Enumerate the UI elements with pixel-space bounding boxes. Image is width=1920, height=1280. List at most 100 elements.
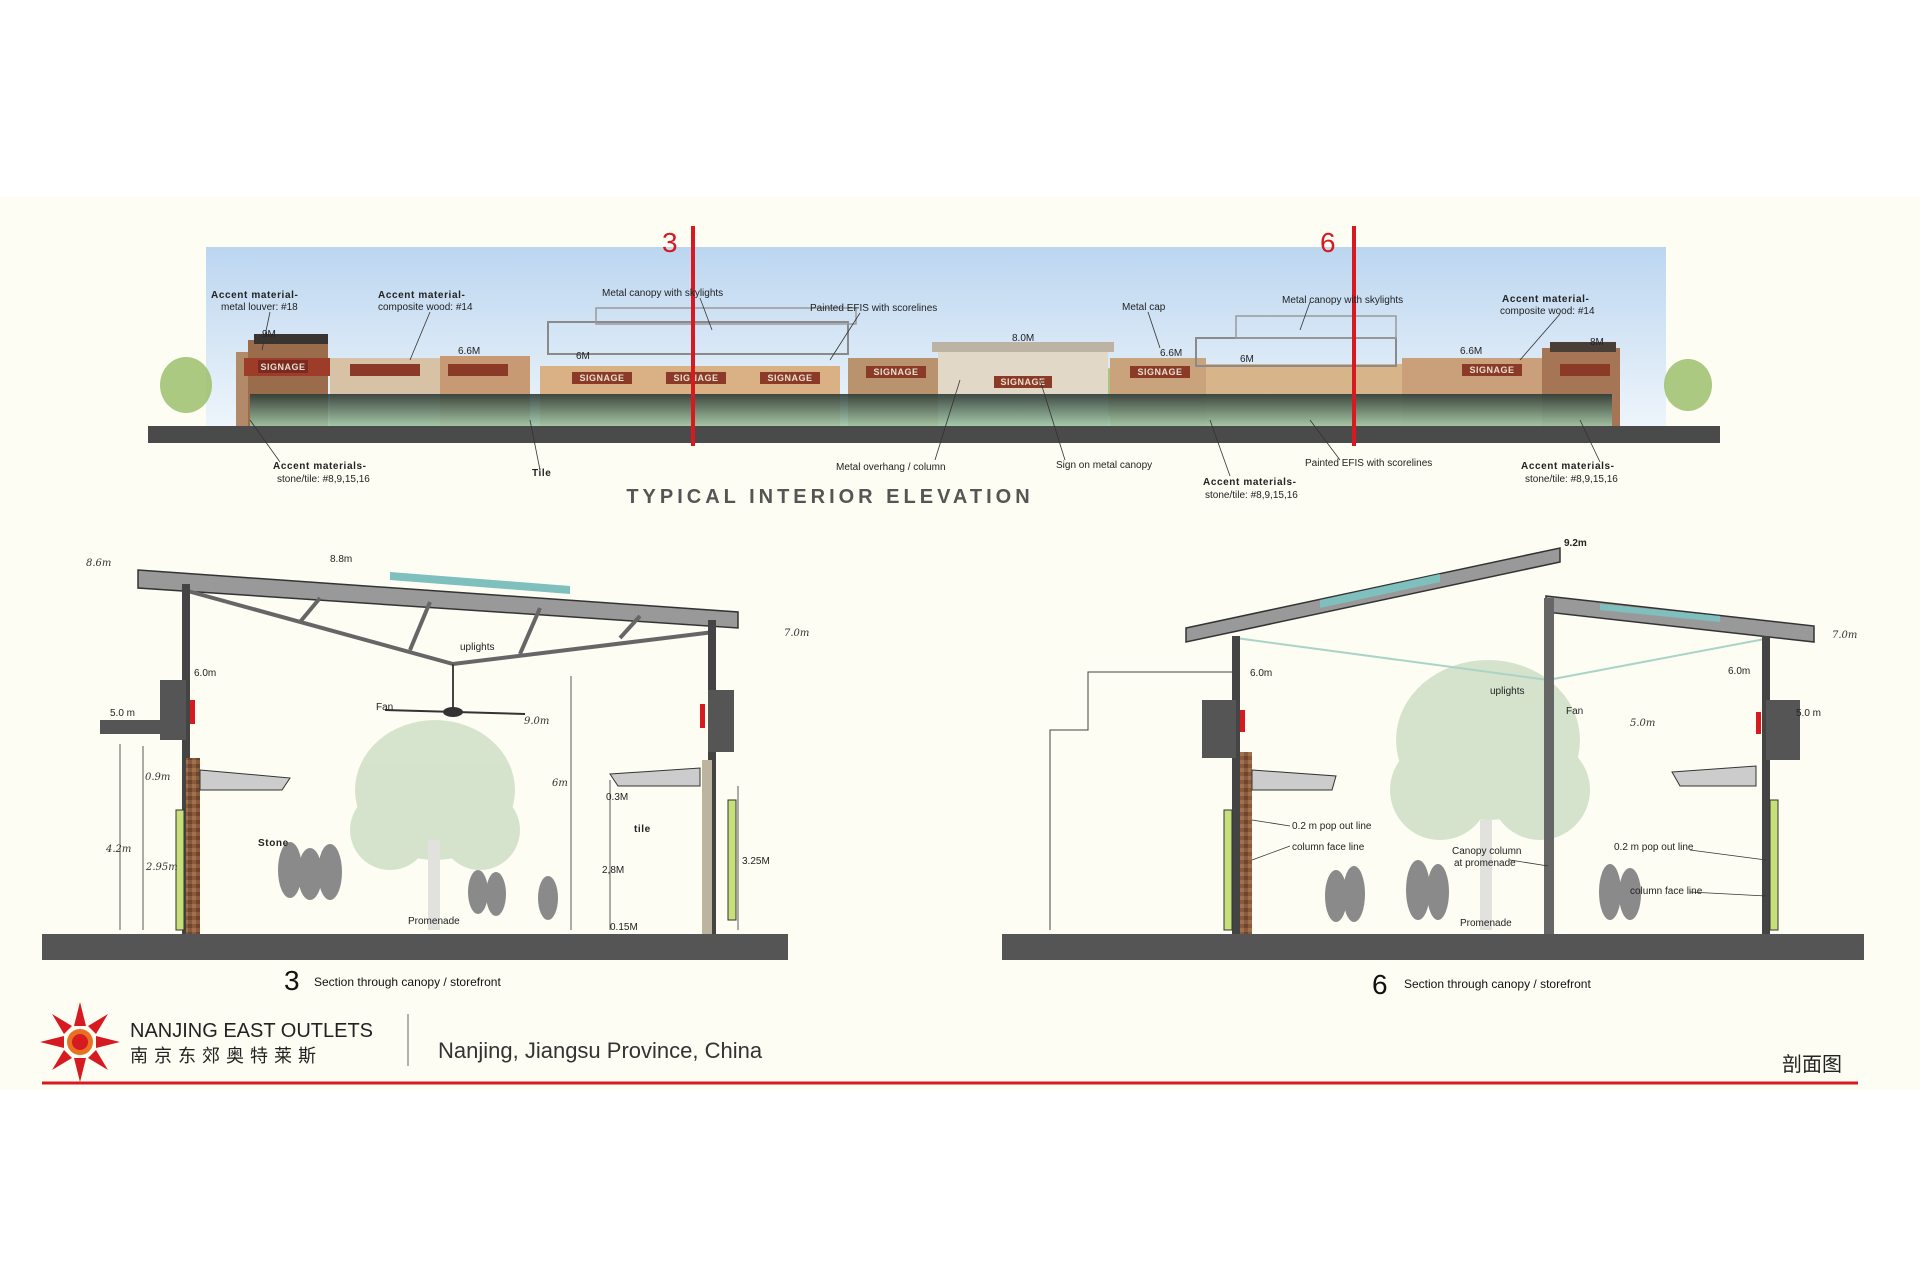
uplights-label: uplights [1490, 686, 1524, 697]
annotation-line: Accent material- [1502, 294, 1589, 305]
tile-label: tile [634, 824, 651, 835]
interior-elevation: SIGNAGE SIGNAGE SIGNAGE SIGNAGE SIGNAGE … [148, 226, 1720, 508]
signage-label: SIGNAGE [260, 362, 305, 372]
annotation-line: composite wood: #14 [378, 302, 473, 313]
elevation-ground [148, 426, 1720, 443]
elevation-title: TYPICAL INTERIOR ELEVATION [626, 486, 1033, 508]
annotation-line: Accent materials- [273, 461, 367, 472]
tile-cladding [702, 760, 712, 934]
signage-label: SIGNAGE [873, 367, 918, 377]
annotation-line: Sign on metal canopy [1056, 460, 1152, 471]
uplights-label: uplights [460, 642, 494, 653]
annotation-line: Metal canopy with skylights [602, 288, 723, 299]
annotation-line: Accent material- [378, 290, 465, 301]
dim-label: 7.0m [1832, 630, 1857, 641]
height-label: 8M [1590, 337, 1604, 348]
height-label: 6.6M [458, 346, 480, 357]
section-6-caption: Section through canopy / storefront [1404, 977, 1591, 991]
cut-line-3-label: 3 [662, 227, 678, 258]
section-3-caption: Section through canopy / storefront [314, 975, 501, 989]
dim-label: 9.0m [524, 716, 549, 727]
promenade-label: Promenade [408, 916, 460, 927]
height-label: 6M [1240, 354, 1254, 365]
dim-label: 6m [552, 778, 568, 789]
dim-label: 4.2m [105, 844, 131, 855]
elevation-annotations: Accent material- metal louver: #18 Accen… [211, 288, 1618, 501]
dim-label: 6.0m [1728, 666, 1750, 677]
dim-label: 5.0 m [110, 708, 135, 719]
leader-lines [249, 297, 1601, 477]
signage-label: SIGNAGE [673, 373, 718, 383]
annotation-line: metal louver: #18 [221, 302, 298, 313]
dim-label: 7.0m [784, 628, 809, 639]
annotation-label: 0.2 m pop out line [1292, 821, 1372, 832]
annotation-label: column face line [1292, 842, 1365, 853]
annotation-line: stone/tile: #8,9,15,16 [277, 474, 370, 485]
annotation-line: Metal canopy with skylights [1282, 295, 1403, 306]
dim-label: 6.0m [1250, 668, 1272, 679]
height-label: 6.6M [1160, 348, 1182, 359]
annotation-line: Accent materials- [1521, 461, 1615, 472]
elevation-heights: 9M 6.6M 6M 8.0M 6.6M 6M 6.6M 8M [262, 329, 1604, 365]
dim-label: 6.0m [194, 668, 216, 679]
cut-line-6-label: 6 [1320, 227, 1336, 258]
height-label: 6M [576, 351, 590, 362]
skylight [1600, 604, 1720, 622]
signage-label: SIGNAGE [1000, 377, 1045, 387]
annotation-label: 0.2 m pop out line [1614, 842, 1694, 853]
skylight [390, 572, 570, 594]
tension-cables [1235, 637, 1771, 681]
height-label: 6.6M [1460, 346, 1482, 357]
promenade-label: Promenade [1460, 918, 1512, 929]
section-6-number: 6 [1372, 969, 1388, 1000]
dim-label: 5.0m [1630, 718, 1655, 729]
dim-label: 2,8M [602, 865, 624, 876]
dim-label: 8.8m [330, 554, 352, 565]
dim-label: 3.25M [742, 856, 770, 867]
signage-label: SIGNAGE [579, 373, 624, 383]
sun-logo-icon [40, 1002, 120, 1082]
canopy-roof-right [1545, 595, 1815, 643]
sign-marker [700, 704, 705, 728]
section-3-number: 3 [284, 965, 300, 996]
annotation-label: at promenade [1454, 858, 1516, 869]
annotation-line: Metal cap [1122, 302, 1166, 313]
section-6-drawing: 9.2m 7.0m 6.0m 6.0m 5.0 m 5.0m uplights … [1002, 538, 1864, 1000]
dimension-lines [119, 676, 739, 930]
skylight [1320, 574, 1440, 608]
promenade-tree [350, 720, 520, 930]
fan-icon [384, 707, 526, 717]
annotation-line: stone/tile: #8,9,15,16 [1525, 474, 1618, 485]
annotation-line: Accent materials- [1203, 477, 1297, 488]
stone-cladding [1240, 752, 1252, 934]
people-silhouettes [278, 842, 558, 920]
stone-cladding [186, 758, 200, 934]
dim-label: 9.2m [1564, 538, 1587, 549]
fan-label: Fan [376, 702, 393, 713]
brand-name-en: NANJING EAST OUTLETS [130, 1020, 373, 1042]
height-label: 8.0M [1012, 333, 1034, 344]
signage-label: SIGNAGE [1469, 365, 1514, 375]
sign-marker [190, 700, 195, 724]
dim-label: 5.0 m [1796, 708, 1821, 719]
dim-label: 8.6m [86, 558, 111, 569]
brand-name-cn: 南京东郊奥特莱斯 [130, 1046, 322, 1066]
annotation-line: composite wood: #14 [1500, 306, 1595, 317]
stone-label: Stone [258, 838, 289, 849]
storefront-buildings: SIGNAGE SIGNAGE SIGNAGE SIGNAGE SIGNAGE … [236, 307, 1620, 426]
location-text: Nanjing, Jiangsu Province, China [438, 1038, 763, 1063]
right-column [1762, 636, 1770, 934]
canopy-roof [137, 569, 739, 629]
dim-label: 0.15M [610, 922, 638, 933]
annotation-label: column face line [1630, 886, 1703, 897]
dim-label: 0.3M [606, 792, 628, 803]
annotation-line: stone/tile: #8,9,15,16 [1205, 490, 1298, 501]
section-cut-lines: 3 6 [662, 226, 1356, 446]
promenade-tree [1390, 660, 1590, 930]
canopy-column [1544, 598, 1554, 934]
title-block: NANJING EAST OUTLETS 南京东郊奥特莱斯 Nanjing, J… [40, 1002, 1858, 1085]
annotation-line: Painted EFIS with scorelines [810, 303, 937, 314]
dim-label: 0.9m [145, 772, 170, 783]
signage-label: SIGNAGE [1137, 367, 1182, 377]
